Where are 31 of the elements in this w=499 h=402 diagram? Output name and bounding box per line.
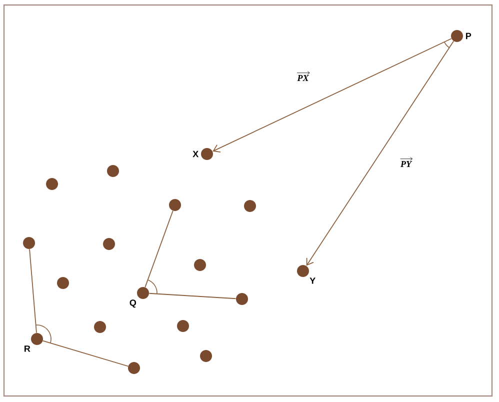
node-label: P <box>466 32 472 40</box>
connector-line <box>144 210 174 288</box>
vector-label: PY <box>400 157 413 168</box>
connector-line <box>29 248 37 334</box>
point <box>103 238 115 250</box>
point <box>200 350 212 362</box>
point <box>194 259 206 271</box>
arrow <box>212 38 452 152</box>
labeled-point: Y <box>297 265 316 284</box>
arrow <box>306 40 454 266</box>
node-label: Q <box>130 300 136 308</box>
point <box>244 200 256 212</box>
point <box>128 362 140 374</box>
labeled-point: P <box>451 30 472 42</box>
point <box>169 199 181 211</box>
point <box>94 320 106 333</box>
point <box>46 178 58 190</box>
connector-line <box>42 340 129 367</box>
labeled-point: R <box>24 332 43 352</box>
point <box>57 277 69 289</box>
point <box>177 320 189 332</box>
labeled-point: X <box>192 148 213 160</box>
connector-line <box>148 292 236 300</box>
point <box>107 165 119 177</box>
node-label: Y <box>310 278 316 284</box>
point <box>23 237 35 249</box>
point <box>236 293 248 305</box>
node-label: R <box>24 346 30 352</box>
node-label: X <box>192 150 199 158</box>
labeled-point: Q <box>130 287 149 308</box>
vector-label: PX <box>296 71 310 82</box>
